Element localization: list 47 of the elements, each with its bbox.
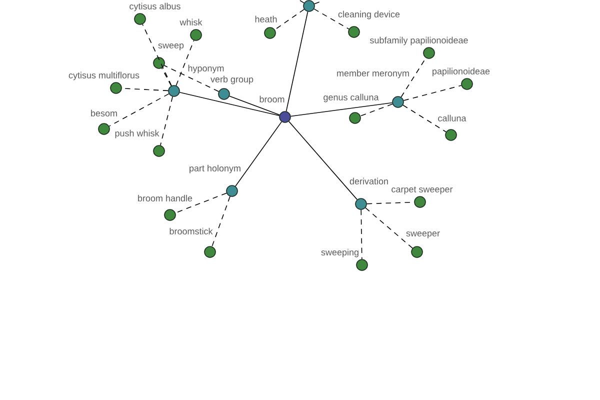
node-label: part holonym (190, 164, 240, 174)
node-label: papilionoideae (432, 68, 490, 76)
node-label: broom handle (138, 194, 192, 202)
connector-line (403, 85, 462, 101)
node-dot (303, 0, 315, 12)
node-label: carpet sweeper (392, 186, 453, 194)
node-label: derivation (350, 178, 388, 184)
connector-line (161, 68, 172, 86)
connector-line (235, 121, 282, 187)
connector-line (176, 40, 194, 86)
node-label: cytisus albus (130, 2, 180, 12)
node-label: cleaning device (338, 10, 400, 20)
node-label: sweeping (321, 248, 358, 258)
node-label: calluna (438, 114, 466, 122)
node-label: heath (255, 16, 277, 22)
node-label: push whisk (115, 130, 160, 138)
node-label: whisk (180, 18, 202, 26)
connector-line (360, 210, 362, 260)
connector-line (286, 11, 308, 112)
node-label: verb group (210, 76, 254, 84)
node-label: sweeper (406, 232, 440, 238)
node-label: besom (91, 110, 117, 116)
node-label: hyponym (188, 64, 224, 74)
connector-line (402, 104, 446, 132)
node-label: member meronym (337, 70, 409, 78)
connector-line (314, 8, 350, 30)
connector-line (365, 207, 413, 249)
connector-line (212, 196, 230, 247)
connector-line (164, 65, 220, 92)
connector-line (175, 192, 227, 214)
node-label: genus calluna (324, 94, 379, 102)
connector-line (229, 96, 280, 116)
connector-line (274, 8, 305, 30)
node-label: cytisus multiflorus (68, 72, 140, 80)
connector-line (400, 58, 426, 98)
connector-line (179, 92, 280, 116)
connector-line (160, 96, 173, 146)
node-label: subfamily papilionoideae (370, 36, 468, 46)
connector-line (290, 102, 393, 117)
node-label: broomstick (170, 228, 213, 234)
connector-line (108, 93, 170, 127)
connector-line (288, 121, 358, 200)
connector-line (300, 0, 304, 4)
connector-line (360, 104, 393, 116)
node-label: broom (260, 96, 284, 102)
node-label: sweep (158, 44, 184, 50)
connector-line (142, 24, 172, 86)
